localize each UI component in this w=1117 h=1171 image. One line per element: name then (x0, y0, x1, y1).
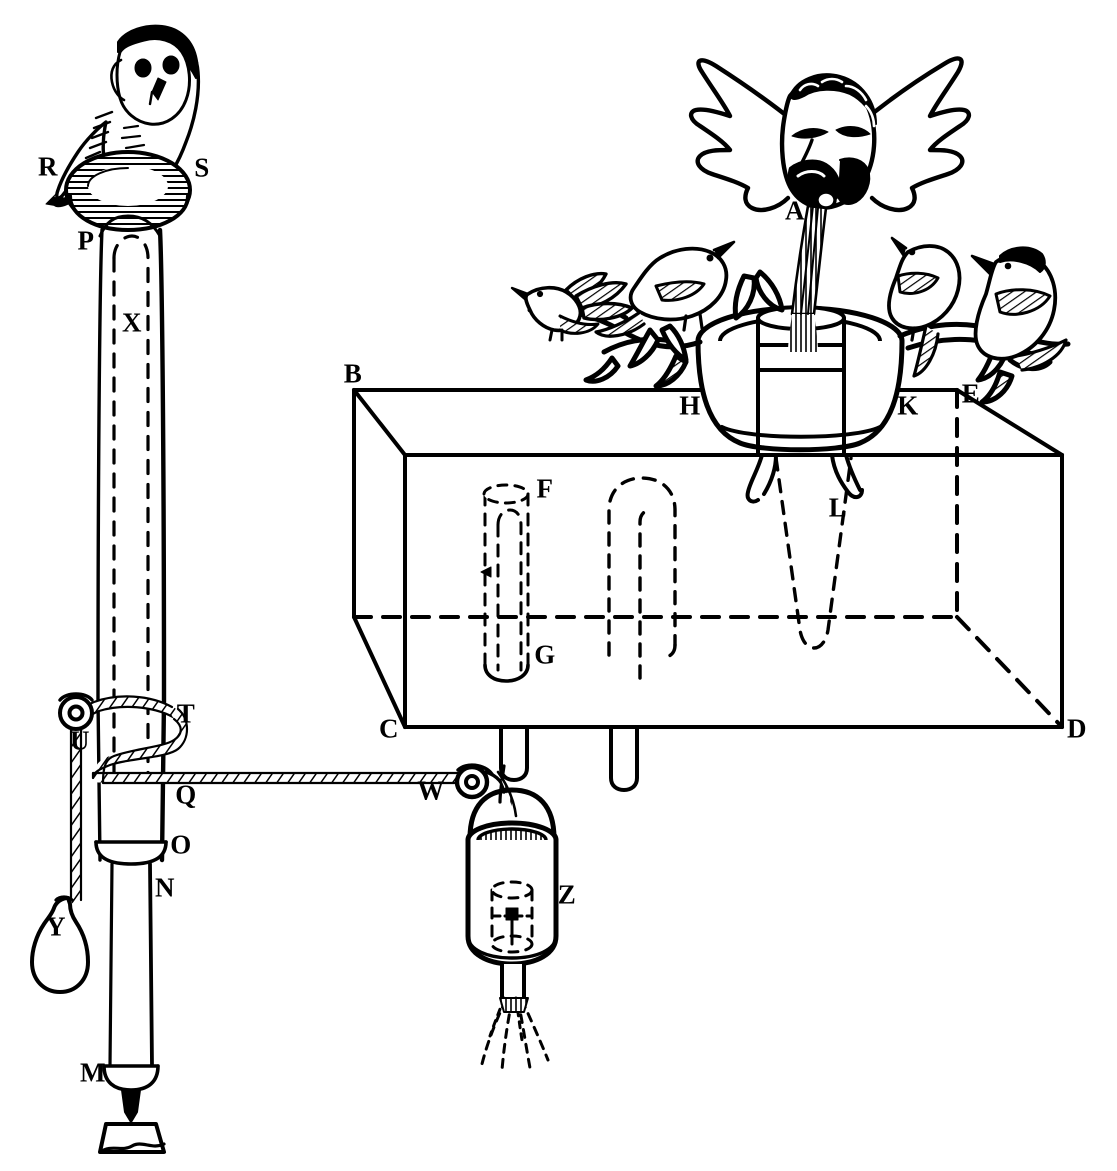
label-D: D (1067, 713, 1087, 744)
bird-2 (564, 271, 634, 322)
label-S: S (194, 152, 210, 183)
outlet-pipes (499, 727, 639, 792)
label-E: E (961, 378, 981, 409)
counterweight-Y (30, 895, 90, 994)
label-L: L (828, 492, 848, 523)
bird-4 (887, 236, 962, 378)
label-G: G (534, 639, 556, 670)
lower-pulley-W (454, 763, 506, 800)
label-P: P (77, 225, 95, 256)
water-tank (352, 388, 1064, 729)
siphon-tube (607, 476, 677, 680)
upper-pulley-U (58, 692, 94, 731)
label-Y: Y (46, 911, 66, 942)
label-A: A (785, 195, 805, 226)
label-N: N (155, 872, 175, 903)
vertical-column (94, 214, 168, 1154)
inner-tube-FG (480, 483, 530, 683)
mask-head-A (688, 56, 972, 213)
bird-1 (510, 285, 600, 342)
label-K: K (897, 390, 919, 421)
label-Z: Z (557, 879, 577, 910)
label-T: T (176, 698, 196, 729)
label-O: O (170, 829, 192, 860)
label-F: F (536, 473, 554, 504)
label-W: W (417, 775, 445, 806)
label-H: H (679, 390, 701, 421)
label-M: M (80, 1057, 106, 1088)
label-U: U (70, 725, 90, 756)
bird-5 (970, 246, 1068, 372)
label-B: B (343, 358, 363, 389)
water-jet (788, 204, 828, 352)
label-X: X (122, 307, 142, 338)
label-C: C (379, 713, 399, 744)
bird-3 (594, 240, 736, 338)
drain-pipe-L (774, 456, 853, 650)
label-R: R (38, 151, 58, 182)
owl-perch-capital (64, 150, 192, 232)
label-Q: Q (175, 779, 197, 810)
siphon-vessel-Z (465, 764, 559, 1072)
